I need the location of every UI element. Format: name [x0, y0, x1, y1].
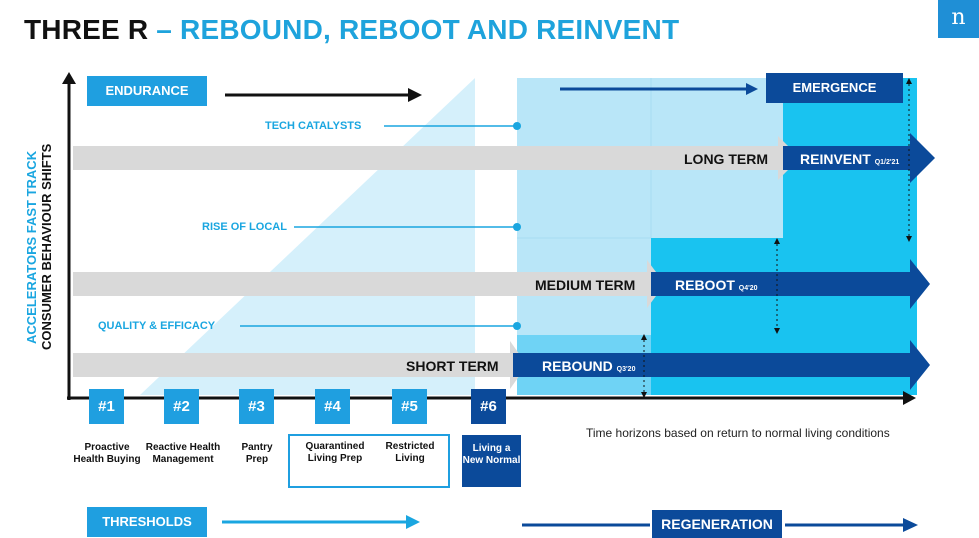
reinvent-phase: REINVENT	[800, 151, 871, 167]
reinvent-when: Q1/2'21	[874, 159, 900, 166]
title-dash: –	[148, 14, 181, 45]
long-term-arrow	[73, 136, 800, 180]
threshold-4-badge: #4	[315, 389, 350, 424]
y-axis-arrowhead	[62, 72, 76, 84]
tech-catalysts-dot	[513, 122, 521, 130]
emergence-arrowhead	[746, 83, 758, 95]
endurance-arrowhead	[408, 88, 422, 102]
axis-label-consumer: CONSUMER BEHAVIOUR SHIFTS	[39, 143, 54, 350]
rebound-arrow	[513, 340, 930, 390]
emergence-label: EMERGENCE	[766, 73, 903, 103]
reinvent-arrow	[783, 133, 935, 183]
short-term-arrow	[73, 341, 527, 389]
threshold-5-badge: #5	[392, 389, 427, 424]
x-axis-arrowhead	[903, 391, 916, 405]
accelerator-quality-efficacy: QUALITY & EFFICACY	[98, 320, 216, 332]
thresholds-label: THRESHOLDS	[87, 507, 207, 537]
threshold-3-badge: #3	[239, 389, 274, 424]
quality-efficacy-dot	[513, 322, 521, 330]
threshold-3-text: Pantry Prep	[241, 442, 273, 465]
rise-of-local-dot	[513, 223, 521, 231]
reboot-arrow	[651, 259, 930, 309]
accelerator-rise-of-local: RISE OF LOCAL	[202, 221, 287, 233]
reinvent-label: REINVENT Q1/2'21	[800, 151, 899, 167]
threshold-1-text: Proactive Health Buying	[73, 442, 141, 465]
reboot-label: REBOOT Q4'20	[675, 277, 758, 293]
regeneration-arrowhead	[903, 518, 918, 532]
threshold-6-text: Living a New Normal	[462, 435, 521, 487]
time-horizon-note: Time horizons based on return to normal …	[586, 426, 890, 440]
title-lead: THREE R	[24, 14, 149, 45]
rebound-when: Q3'20	[616, 366, 636, 373]
endurance-label: ENDURANCE	[87, 76, 207, 106]
medium-term-label: MEDIUM TERM	[535, 277, 636, 293]
axis-label-accelerators: ACCELERATORS FAST TRACK	[24, 150, 39, 344]
reboot-when: Q4'20	[738, 285, 758, 292]
medium-term-arrow	[73, 260, 665, 308]
brand-logo: n	[938, 0, 979, 38]
threshold-2-badge: #2	[164, 389, 199, 424]
regeneration-label: REGENERATION	[652, 510, 782, 538]
threshold-4-text: Quarantined Living Prep	[305, 441, 365, 464]
threshold-5-text: Restricted Living	[385, 441, 435, 464]
threshold-2-text: Reactive Health Management	[145, 442, 221, 465]
thresholds-arrowhead	[406, 515, 420, 529]
short-term-label: SHORT TERM	[406, 358, 499, 374]
threshold-6-badge: #6	[471, 389, 506, 424]
threshold-group-4-5-outline	[288, 434, 450, 488]
title-rest: REBOUND, REBOOT AND REINVENT	[180, 14, 680, 45]
rebound-phase: REBOUND	[542, 358, 613, 374]
long-term-label: LONG TERM	[684, 151, 768, 167]
threshold-1-badge: #1	[89, 389, 124, 424]
page-title: THREE R – REBOUND, REBOOT AND REINVENT	[24, 14, 679, 46]
reboot-phase: REBOOT	[675, 277, 735, 293]
reinvent-region	[783, 78, 917, 395]
rebound-label: REBOUND Q3'20	[542, 358, 635, 374]
accelerator-tech-catalysts: TECH CATALYSTS	[265, 120, 362, 132]
